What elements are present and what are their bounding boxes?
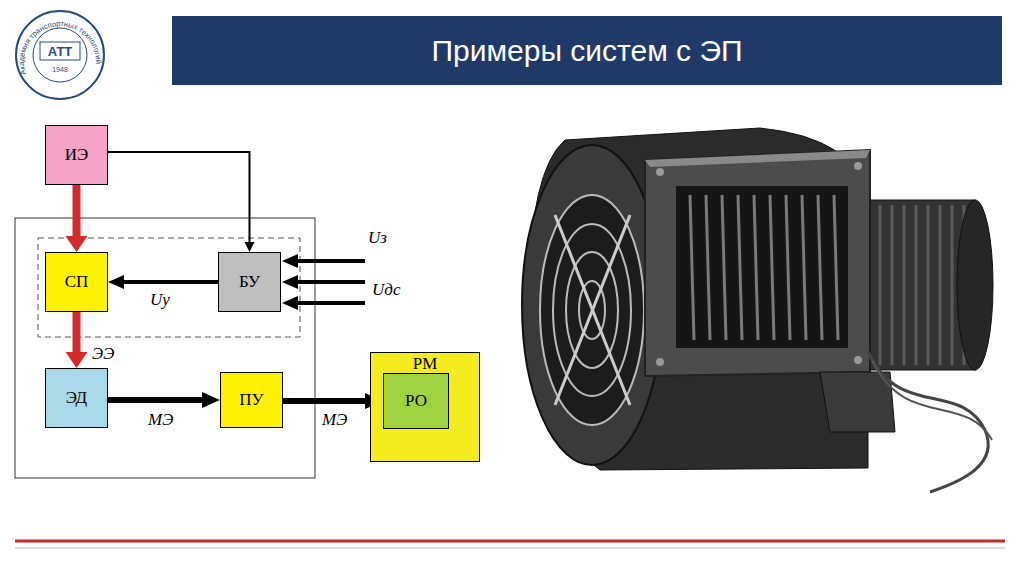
arrowhead xyxy=(66,236,88,252)
outlet-flange xyxy=(645,150,870,376)
node-label: ИЭ xyxy=(65,145,89,165)
motor-box: ЭД xyxy=(45,368,108,428)
arrowhead xyxy=(202,392,220,408)
logo-box xyxy=(40,42,80,60)
flange-hole xyxy=(656,168,664,176)
node-label: ЭД xyxy=(66,388,87,408)
arrowhead xyxy=(108,275,124,289)
connector-line xyxy=(123,280,218,284)
connector xyxy=(283,393,383,409)
input-line xyxy=(298,280,365,284)
flange-hole xyxy=(854,162,862,170)
system-frame xyxy=(15,218,315,478)
title-bar: Примеры систем с ЭП xyxy=(172,16,1002,85)
connector xyxy=(108,392,220,408)
arrowhead xyxy=(282,296,298,310)
node-label: СП xyxy=(65,272,89,292)
logo-text: Академия транспортных технологий xyxy=(17,19,103,76)
arrowhead xyxy=(245,242,255,252)
flange-highlight xyxy=(645,150,870,167)
working-body-box: РО xyxy=(383,373,449,429)
node-label: РО xyxy=(405,391,427,411)
input-line xyxy=(298,301,365,305)
node-label: ПУ xyxy=(239,390,263,410)
machine-box: РМ РО xyxy=(370,352,480,462)
input-line xyxy=(298,259,365,263)
control-box: БУ xyxy=(218,252,281,312)
node-label: БУ xyxy=(239,272,260,292)
motor-fins xyxy=(880,205,964,365)
grille-ring xyxy=(540,195,644,425)
connector-line xyxy=(283,398,366,404)
source-box: ИЭ xyxy=(45,125,108,185)
logo-abbr: АТТ xyxy=(48,44,73,59)
connector xyxy=(108,152,255,252)
connector xyxy=(66,312,88,368)
photo-ground xyxy=(510,110,1005,505)
footer-rule xyxy=(15,548,1005,549)
connector xyxy=(108,275,218,289)
power-cable xyxy=(872,360,992,440)
logo-arc-text: Академия транспортных технологий xyxy=(17,19,103,76)
arrowhead xyxy=(66,352,88,368)
signal-name: Uз xyxy=(368,228,387,248)
impeller-blades xyxy=(690,195,838,340)
connector-line xyxy=(73,185,81,237)
converter-box: СП xyxy=(45,252,108,312)
arrowhead xyxy=(282,275,298,289)
grille-bar xyxy=(555,215,630,405)
connector-line xyxy=(108,152,250,243)
mount-foot xyxy=(820,372,895,432)
arrowhead xyxy=(282,254,298,268)
edge-label: ЭЭ xyxy=(92,344,114,364)
logo-ring xyxy=(16,11,104,99)
edge-label: МЭ xyxy=(322,410,347,430)
flange-hole xyxy=(656,358,664,366)
power-cable xyxy=(868,352,988,492)
inlet-face xyxy=(522,145,662,465)
motor-cap xyxy=(957,200,993,370)
logo-inner-ring xyxy=(33,28,87,82)
transmission-box: ПУ xyxy=(220,372,283,428)
node-label: РМ xyxy=(371,354,479,374)
connector-line xyxy=(108,397,203,403)
input-arrows xyxy=(282,254,365,310)
blower-photo xyxy=(510,110,1005,505)
edge-label: МЭ xyxy=(148,410,173,430)
signal-name: Uдс xyxy=(372,280,400,300)
flange-hole xyxy=(854,356,862,364)
connector-line xyxy=(73,312,81,353)
slide-title: Примеры систем с ЭП xyxy=(431,34,742,68)
outlet-opening xyxy=(676,186,848,348)
footer-rule xyxy=(15,540,1005,543)
edge-label: Uу xyxy=(150,290,170,310)
logo-year: 1948 xyxy=(52,66,68,73)
connector xyxy=(66,185,88,252)
grille-bar xyxy=(555,215,630,405)
